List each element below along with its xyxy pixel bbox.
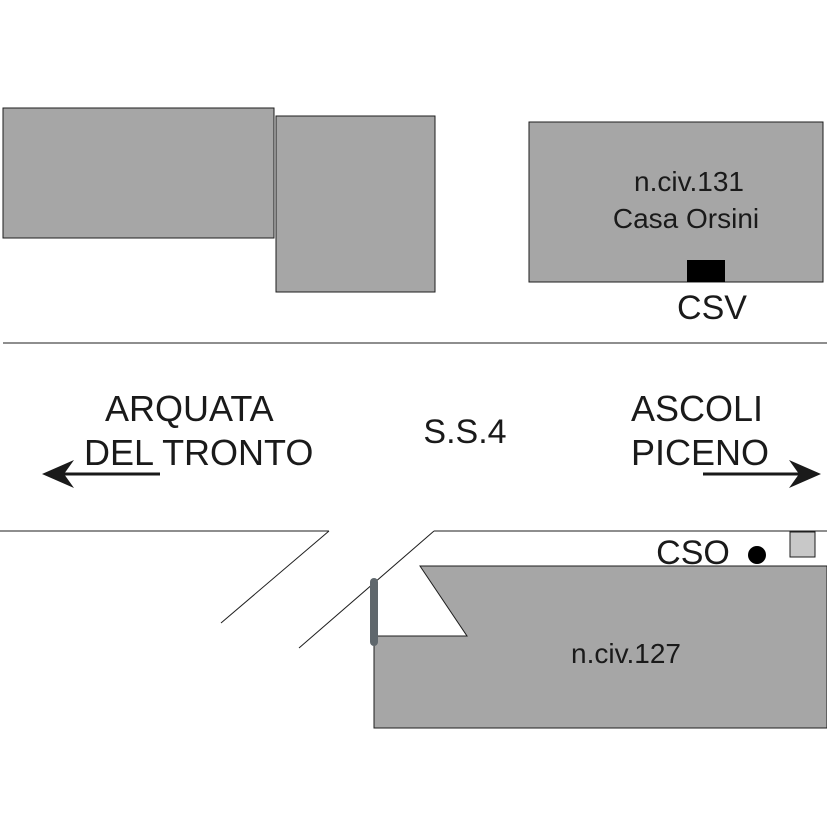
building-top-left	[2, 107, 275, 239]
side-street-edge-east	[298, 530, 435, 649]
building-civ-127	[373, 565, 827, 729]
building-top-middle	[275, 115, 436, 293]
side-street-edge-west	[220, 530, 330, 624]
direction-west-line2-underlined: DEL	[84, 432, 153, 473]
arrow-west-head	[42, 460, 74, 488]
casa-orsini-number: n.civ.131	[634, 166, 744, 197]
cso-marker-dot	[748, 546, 766, 564]
building-casa-orsini	[528, 121, 824, 283]
direction-east-line2-plain: PIC	[631, 432, 691, 473]
csv-label: CSV	[677, 289, 747, 327]
direction-east-line1: ASCOLI	[631, 388, 763, 429]
direction-east-line2: PICENO	[631, 432, 769, 473]
casa-orsini-name: Casa Orsini	[613, 203, 759, 234]
small-square-marker	[789, 531, 816, 558]
civ-127-number: n.civ.127	[571, 638, 681, 669]
direction-west-line1: ARQUATA	[105, 388, 274, 429]
direction-west-line2: DEL TRONTO	[84, 432, 313, 473]
direction-west-line2-rest: TRONTO	[162, 432, 313, 473]
direction-west-line2-space	[153, 432, 162, 473]
road-name: S.S.4	[423, 413, 506, 451]
arrow-east-head	[789, 460, 821, 488]
csv-marker-box	[687, 260, 725, 282]
direction-east-line2-underlined: ENO	[691, 432, 769, 473]
